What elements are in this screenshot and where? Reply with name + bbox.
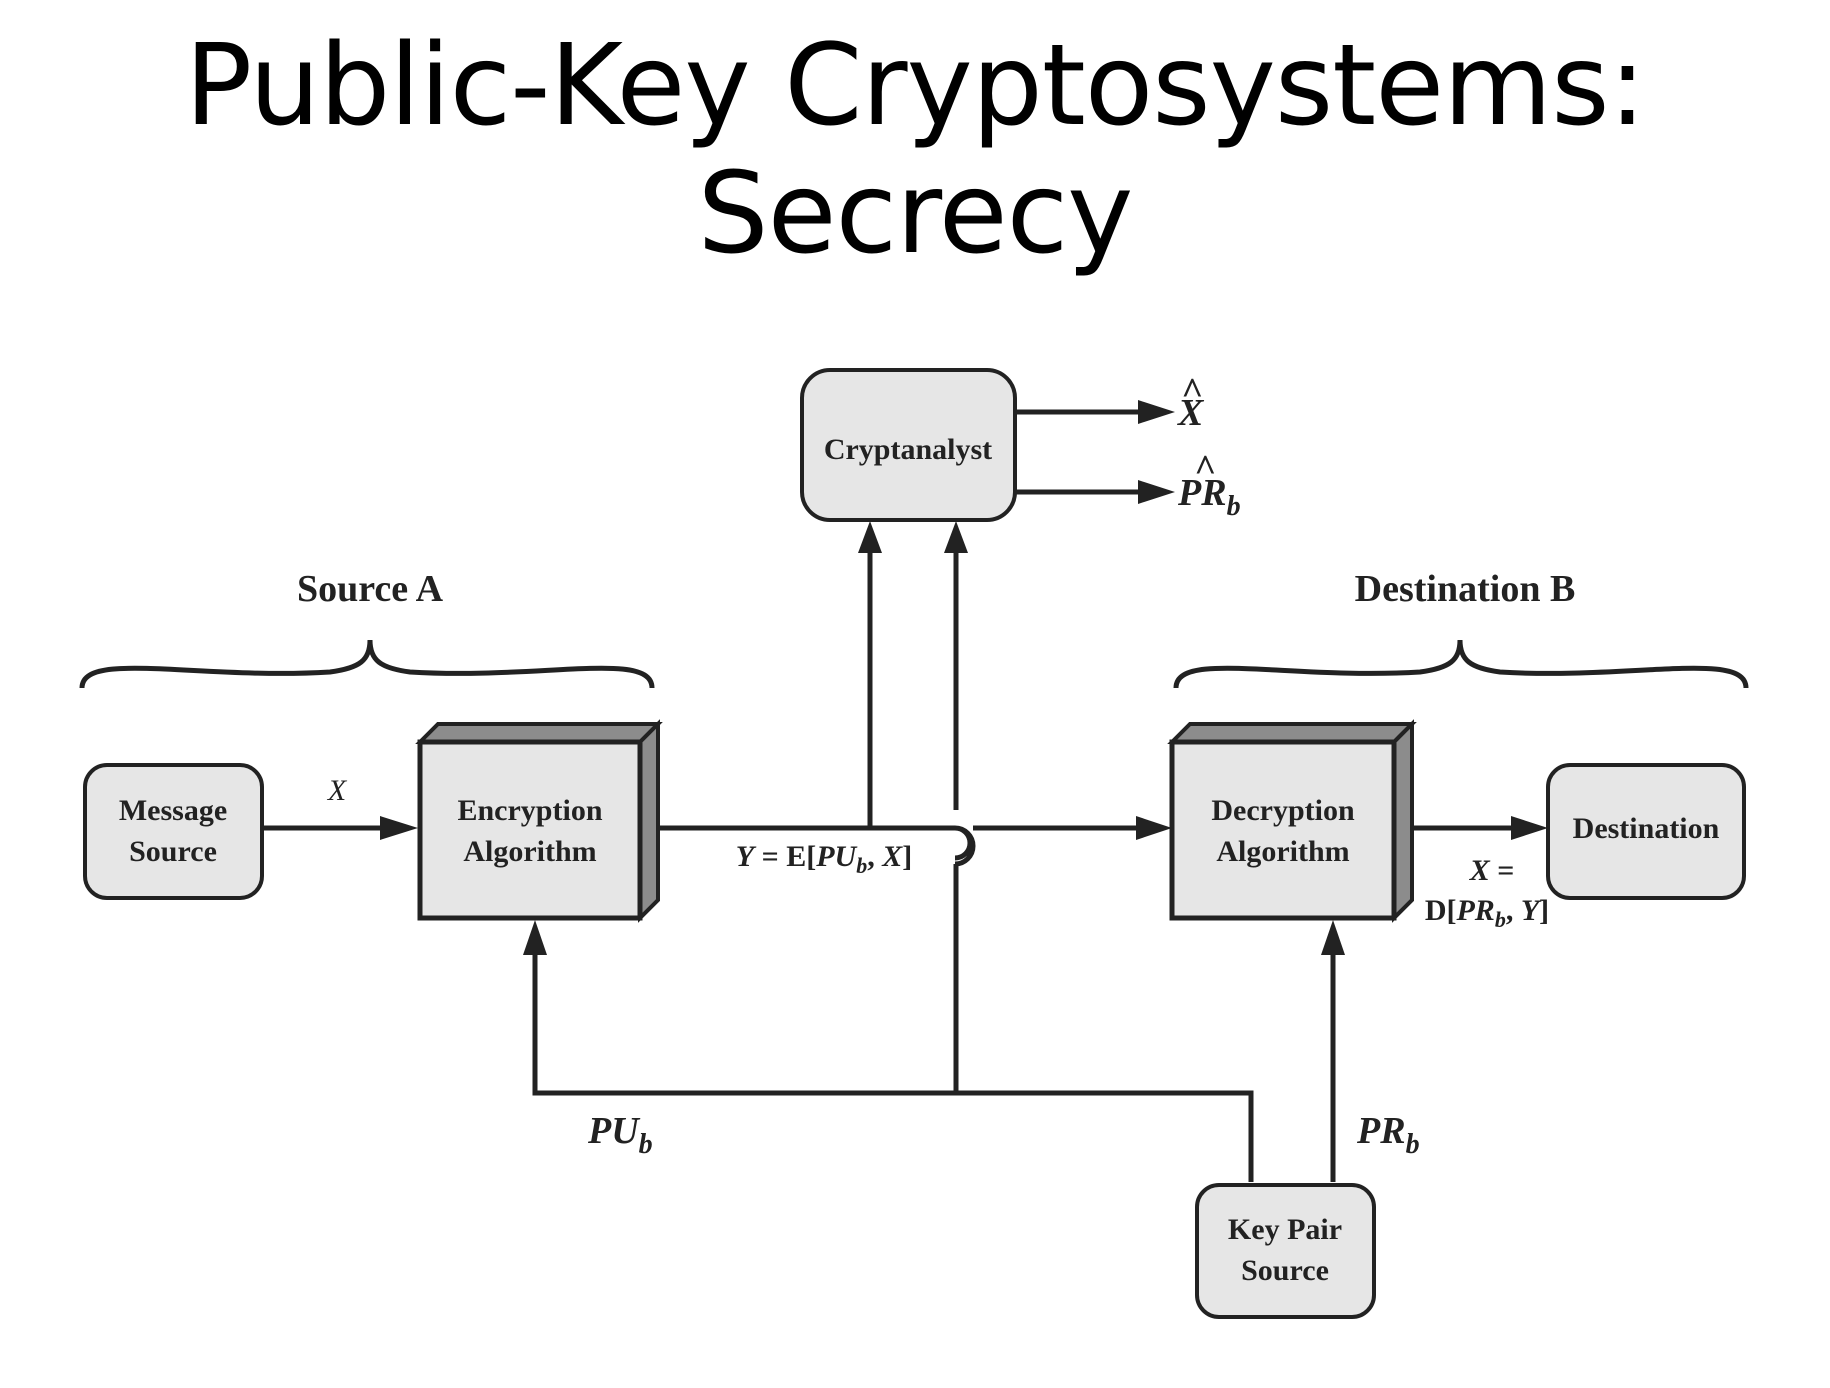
public-key-label-sub: b: [639, 1129, 653, 1160]
out-pr-hat-label: PRb: [1177, 472, 1241, 522]
decryption-label-2: Algorithm: [1216, 835, 1349, 868]
public-key-label: PUb: [587, 1110, 653, 1160]
ciphertext-label-comma: ,: [867, 840, 882, 873]
destination-b-brace: [1173, 639, 1749, 689]
decryption-box-top: [1167, 722, 1417, 744]
message-source-box: [83, 763, 264, 900]
slide-title: Public-Key Cryptosystems: Secrecy: [0, 22, 1830, 278]
wire-public-key: [532, 955, 1254, 1182]
arrowhead-ciphertext-tap: [858, 521, 882, 553]
plaintext-out-pr: PR: [1455, 894, 1494, 927]
private-key-label-sub: b: [1406, 1129, 1420, 1160]
ciphertext-label-close: ]: [902, 840, 912, 873]
cryptanalyst-label: Cryptanalyst: [824, 433, 992, 466]
destination-box: [1546, 763, 1746, 900]
source-a-label: Source A: [297, 568, 444, 610]
key-pair-source-label-2: Source: [1241, 1254, 1329, 1287]
ciphertext-label: Y = E[PUb, X]: [736, 840, 912, 878]
arrowhead-plaintext-out: [1511, 816, 1548, 840]
destination-label: Destination: [1573, 812, 1720, 845]
plaintext-out-label-2: D[PRb, Y]: [1425, 894, 1549, 932]
destination-b-label: Destination B: [1355, 568, 1576, 610]
arrowhead-plaintext-in: [380, 816, 418, 840]
slide-title-line2: Secrecy: [697, 149, 1134, 279]
plaintext-out-comma: ,: [1506, 894, 1521, 927]
ciphertext-label-x: X: [881, 840, 903, 873]
key-pair-source-box: [1195, 1183, 1376, 1319]
plaintext-out-y: Y: [1521, 894, 1542, 927]
encryption-box-side: [638, 719, 660, 923]
decryption-box: [1169, 739, 1397, 921]
public-key-label-base: PU: [587, 1110, 641, 1152]
arrowhead-public-key-enc: [523, 920, 547, 955]
out-x-hat-caret: ^: [1181, 371, 1203, 413]
encryption-label-2: Algorithm: [463, 835, 596, 868]
arrowhead-ciphertext: [1136, 816, 1172, 840]
message-source-label-2: Source: [129, 835, 217, 868]
source-a-brace: [79, 639, 655, 689]
plaintext-out-close: ]: [1539, 894, 1549, 927]
plaintext-x-label: X: [327, 774, 348, 807]
cryptanalyst-box: [800, 368, 1017, 522]
ciphertext-label-sub: b: [856, 853, 867, 878]
encryption-label-1: Encryption: [457, 794, 602, 827]
out-pr-hat-sub: b: [1227, 491, 1241, 522]
decryption-box-side: [1392, 719, 1414, 923]
plaintext-out-label-1: X =: [1469, 854, 1515, 887]
message-source-label-1: Message: [119, 794, 227, 827]
arrowhead-out-x-hat: [1138, 400, 1175, 424]
out-x-hat-label: X: [1177, 392, 1205, 434]
ciphertext-label-y: Y: [736, 840, 757, 873]
plaintext-out-sub: b: [1495, 907, 1506, 932]
plaintext-out-d: D[: [1425, 894, 1457, 927]
out-pr-hat-base: PR: [1177, 472, 1227, 514]
decryption-label-1: Decryption: [1211, 794, 1355, 827]
plaintext-out-x: X: [1469, 854, 1491, 887]
private-key-label: PRb: [1356, 1110, 1420, 1160]
arrowhead-public-key-tap: [944, 521, 968, 553]
encryption-box: [417, 739, 643, 921]
slide-title-line1: Public-Key Cryptosystems:: [184, 21, 1647, 151]
wire-ciphertext: [652, 825, 976, 867]
arrowhead-private-key: [1321, 920, 1345, 955]
key-pair-source-label-1: Key Pair: [1228, 1213, 1342, 1246]
out-pr-hat-caret: ^: [1194, 448, 1216, 490]
ciphertext-label-pu: PU: [815, 840, 857, 873]
ciphertext-label-eq: = E[: [754, 840, 816, 873]
encryption-box-top: [415, 722, 663, 744]
arrowhead-out-pr-hat: [1138, 480, 1175, 504]
plaintext-out-eq: =: [1490, 854, 1515, 887]
private-key-label-base: PR: [1356, 1110, 1406, 1152]
